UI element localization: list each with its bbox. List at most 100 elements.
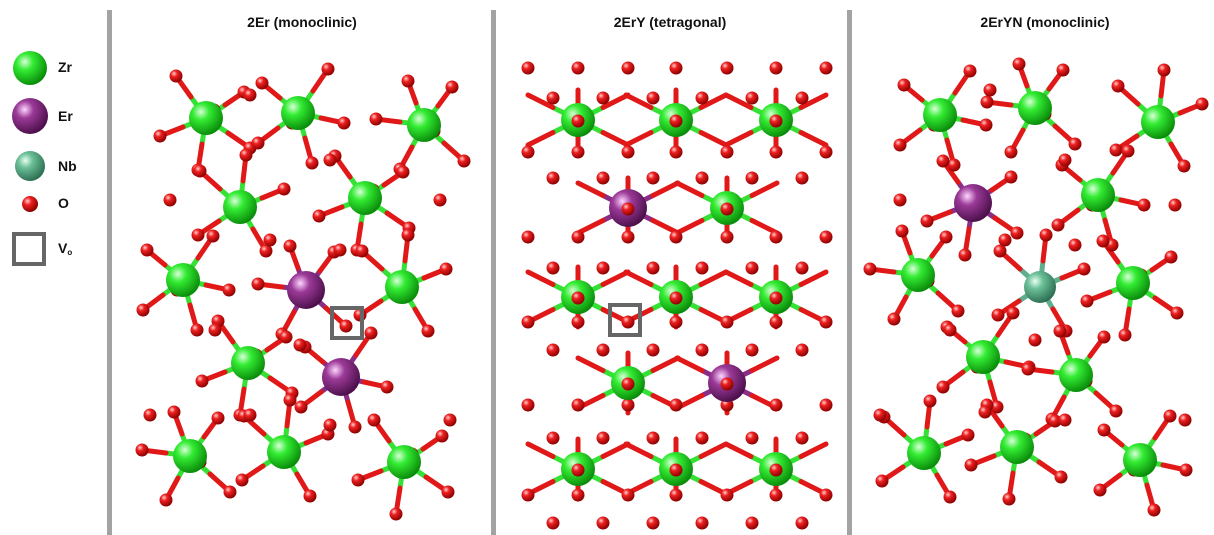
o-atom xyxy=(695,516,709,530)
o-atom xyxy=(1077,262,1091,276)
legend-label-zr: Zr xyxy=(58,59,72,75)
o-atom xyxy=(795,343,809,357)
o-atom xyxy=(1168,198,1182,212)
bond xyxy=(525,269,556,287)
o-atom xyxy=(1051,218,1065,232)
o-atom xyxy=(1080,294,1094,308)
o-atom xyxy=(939,230,953,244)
o-atom xyxy=(669,145,683,159)
o-atom xyxy=(521,230,535,244)
o-atom xyxy=(621,488,635,502)
bond xyxy=(623,92,654,110)
o-atom xyxy=(235,473,249,487)
o-atom xyxy=(369,112,383,126)
o-atom xyxy=(873,408,887,422)
bond xyxy=(798,269,829,287)
o-atom xyxy=(571,291,585,305)
o-atom xyxy=(1109,143,1123,157)
o-atom xyxy=(136,303,150,317)
o-atom xyxy=(1109,404,1123,418)
o-atom xyxy=(795,261,809,275)
zr-atom xyxy=(1018,91,1052,125)
o-atom xyxy=(669,488,683,502)
o-atom xyxy=(1177,159,1191,173)
zr-atom xyxy=(1116,266,1150,300)
o-atom xyxy=(571,398,585,412)
o-atom xyxy=(401,228,415,242)
nb-atom xyxy=(1024,271,1056,303)
o-atom xyxy=(1178,413,1192,427)
o-atom xyxy=(1058,413,1072,427)
o-atom xyxy=(621,230,635,244)
o-atom xyxy=(1147,503,1161,517)
bond xyxy=(525,92,556,110)
er-atom xyxy=(287,271,325,309)
o-atom xyxy=(720,315,734,329)
o-atom xyxy=(312,209,326,223)
o-atom xyxy=(720,488,734,502)
o-atom xyxy=(745,431,759,445)
zr-atom xyxy=(231,346,265,380)
o-atom xyxy=(351,473,365,487)
o-atom xyxy=(695,261,709,275)
o-atom xyxy=(895,224,909,238)
o-atom xyxy=(720,398,734,412)
o-atom xyxy=(443,413,457,427)
bond xyxy=(698,92,729,110)
o-atom xyxy=(339,319,353,333)
o-atom xyxy=(669,230,683,244)
legend-label-er: Er xyxy=(58,108,73,124)
zr-atom xyxy=(387,445,421,479)
o-atom xyxy=(1056,63,1070,77)
o-atom xyxy=(1068,137,1082,151)
zr-atom xyxy=(1123,443,1157,477)
vacancy-layer xyxy=(330,303,642,340)
o-atom xyxy=(1097,330,1111,344)
bond xyxy=(723,92,754,110)
o-atom xyxy=(159,493,173,507)
o-atom xyxy=(348,420,362,434)
o-atom xyxy=(769,463,783,477)
o-atom xyxy=(621,145,635,159)
o-atom xyxy=(669,315,683,329)
o-atom xyxy=(1004,170,1018,184)
o-atom xyxy=(1006,306,1020,320)
legend-item-o: O xyxy=(0,184,100,224)
nb-atom-icon xyxy=(15,151,45,181)
panel-divider-2 xyxy=(491,10,496,535)
o-atom xyxy=(190,323,204,337)
o-atom xyxy=(323,153,337,167)
o-atom xyxy=(951,304,965,318)
o-atom xyxy=(153,129,167,143)
bond xyxy=(575,218,606,236)
o-atom xyxy=(720,377,734,391)
o-atom xyxy=(140,243,154,257)
o-atom xyxy=(990,400,1004,414)
o-atom xyxy=(546,516,560,530)
o-atom xyxy=(364,326,378,340)
o-atom xyxy=(795,516,809,530)
bond xyxy=(525,441,556,459)
o-atom xyxy=(1163,409,1177,423)
o-atom xyxy=(745,261,759,275)
o-atom xyxy=(251,136,265,150)
o-atom xyxy=(251,277,265,291)
o-atom xyxy=(1053,324,1067,338)
o-atom xyxy=(401,74,415,88)
o-atom xyxy=(571,61,585,75)
legend-item-vacancy: Vo xyxy=(0,228,100,268)
bond xyxy=(798,130,829,148)
legend-item-zr: Zr xyxy=(0,48,100,88)
o-atom xyxy=(380,380,394,394)
o-atom xyxy=(208,323,222,337)
o-atom xyxy=(596,516,610,530)
zr-atom xyxy=(966,340,1000,374)
zr-atom xyxy=(281,96,315,130)
bond xyxy=(749,180,780,198)
zr-atom xyxy=(1141,105,1175,139)
o-atom xyxy=(283,393,297,407)
o-atom xyxy=(596,91,610,105)
o-atom xyxy=(521,488,535,502)
o-atom xyxy=(239,148,253,162)
o-atom xyxy=(819,398,833,412)
